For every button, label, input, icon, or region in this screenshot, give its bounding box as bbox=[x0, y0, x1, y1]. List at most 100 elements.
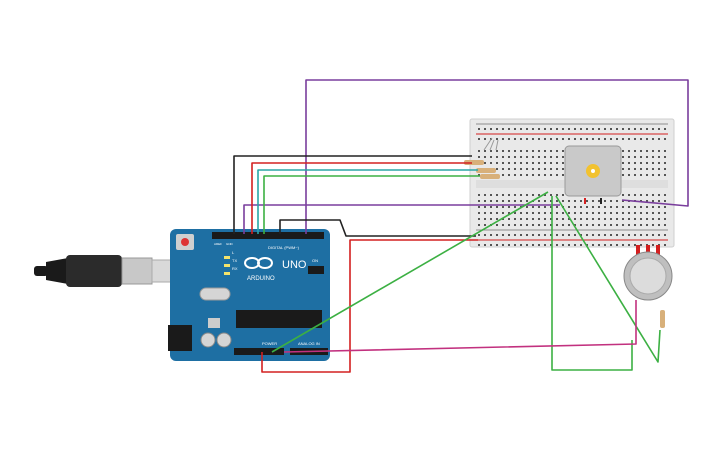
breadboard-hole[interactable] bbox=[478, 234, 480, 236]
breadboard-hole[interactable] bbox=[598, 234, 600, 236]
breadboard-hole[interactable] bbox=[508, 200, 510, 202]
breadboard-hole[interactable] bbox=[628, 156, 630, 158]
breadboard-hole[interactable] bbox=[580, 206, 582, 208]
breadboard-hole[interactable] bbox=[580, 244, 582, 246]
breadboard-hole[interactable] bbox=[616, 206, 618, 208]
breadboard-hole[interactable] bbox=[658, 212, 660, 214]
breadboard-hole[interactable] bbox=[658, 168, 660, 170]
breadboard-hole[interactable] bbox=[658, 174, 660, 176]
breadboard-hole[interactable] bbox=[652, 128, 654, 130]
breadboard-hole[interactable] bbox=[628, 194, 630, 196]
breadboard-hole[interactable] bbox=[634, 128, 636, 130]
breadboard-hole[interactable] bbox=[592, 218, 594, 220]
breadboard-hole[interactable] bbox=[562, 218, 564, 220]
breadboard-hole[interactable] bbox=[664, 174, 666, 176]
breadboard-hole[interactable] bbox=[574, 200, 576, 202]
breadboard-hole[interactable] bbox=[574, 206, 576, 208]
breadboard-hole[interactable] bbox=[646, 162, 648, 164]
breadboard-hole[interactable] bbox=[508, 138, 510, 140]
breadboard-hole[interactable] bbox=[550, 212, 552, 214]
breadboard-hole[interactable] bbox=[604, 234, 606, 236]
breadboard-hole[interactable] bbox=[550, 200, 552, 202]
breadboard-hole[interactable] bbox=[622, 218, 624, 220]
breadboard-hole[interactable] bbox=[664, 138, 666, 140]
breadboard-hole[interactable] bbox=[622, 206, 624, 208]
breadboard-hole[interactable] bbox=[484, 162, 486, 164]
breadboard-hole[interactable] bbox=[610, 200, 612, 202]
breadboard-hole[interactable] bbox=[604, 218, 606, 220]
breadboard-hole[interactable] bbox=[502, 200, 504, 202]
breadboard-hole[interactable] bbox=[496, 224, 498, 226]
breadboard-hole[interactable] bbox=[556, 194, 558, 196]
breadboard-hole[interactable] bbox=[664, 150, 666, 152]
breadboard-hole[interactable] bbox=[556, 128, 558, 130]
breadboard-hole[interactable] bbox=[652, 156, 654, 158]
breadboard-hole[interactable] bbox=[598, 212, 600, 214]
breadboard-hole[interactable] bbox=[520, 244, 522, 246]
breadboard-hole[interactable] bbox=[508, 162, 510, 164]
breadboard-hole[interactable] bbox=[526, 212, 528, 214]
breadboard-hole[interactable] bbox=[514, 244, 516, 246]
breadboard-hole[interactable] bbox=[652, 150, 654, 152]
breadboard-hole[interactable] bbox=[532, 138, 534, 140]
breadboard-hole[interactable] bbox=[484, 224, 486, 226]
breadboard-hole[interactable] bbox=[544, 234, 546, 236]
breadboard-hole[interactable] bbox=[508, 156, 510, 158]
breadboard-hole[interactable] bbox=[514, 200, 516, 202]
breadboard-hole[interactable] bbox=[532, 194, 534, 196]
breadboard-hole[interactable] bbox=[490, 162, 492, 164]
breadboard-hole[interactable] bbox=[610, 234, 612, 236]
breadboard-hole[interactable] bbox=[544, 138, 546, 140]
breadboard-hole[interactable] bbox=[634, 194, 636, 196]
breadboard-hole[interactable] bbox=[484, 218, 486, 220]
breadboard-hole[interactable] bbox=[658, 200, 660, 202]
breadboard-hole[interactable] bbox=[520, 128, 522, 130]
breadboard-hole[interactable] bbox=[652, 218, 654, 220]
breadboard-hole[interactable] bbox=[508, 206, 510, 208]
breadboard-hole[interactable] bbox=[496, 162, 498, 164]
breadboard-hole[interactable] bbox=[544, 156, 546, 158]
breadboard-hole[interactable] bbox=[652, 162, 654, 164]
breadboard-hole[interactable] bbox=[640, 244, 642, 246]
breadboard-hole[interactable] bbox=[580, 234, 582, 236]
breadboard-hole[interactable] bbox=[496, 234, 498, 236]
breadboard-hole[interactable] bbox=[616, 200, 618, 202]
breadboard-hole[interactable] bbox=[628, 212, 630, 214]
power-header[interactable] bbox=[234, 348, 284, 355]
breadboard-hole[interactable] bbox=[664, 218, 666, 220]
breadboard-hole[interactable] bbox=[562, 150, 564, 152]
breadboard-hole[interactable] bbox=[586, 128, 588, 130]
breadboard-hole[interactable] bbox=[640, 194, 642, 196]
breadboard-hole[interactable] bbox=[532, 128, 534, 130]
breadboard-hole[interactable] bbox=[538, 156, 540, 158]
breadboard-hole[interactable] bbox=[514, 150, 516, 152]
breadboard-hole[interactable] bbox=[622, 174, 624, 176]
breadboard-hole[interactable] bbox=[664, 212, 666, 214]
breadboard-hole[interactable] bbox=[640, 128, 642, 130]
resistor-icon[interactable] bbox=[464, 160, 500, 179]
breadboard-hole[interactable] bbox=[484, 138, 486, 140]
breadboard-hole[interactable] bbox=[538, 150, 540, 152]
breadboard-hole[interactable] bbox=[634, 174, 636, 176]
breadboard-hole[interactable] bbox=[622, 200, 624, 202]
breadboard-hole[interactable] bbox=[496, 206, 498, 208]
breadboard-hole[interactable] bbox=[604, 200, 606, 202]
breadboard-hole[interactable] bbox=[538, 206, 540, 208]
breadboard-hole[interactable] bbox=[664, 200, 666, 202]
breadboard-hole[interactable] bbox=[478, 174, 480, 176]
breadboard-hole[interactable] bbox=[478, 206, 480, 208]
breadboard-hole[interactable] bbox=[550, 174, 552, 176]
breadboard-hole[interactable] bbox=[490, 194, 492, 196]
breadboard-hole[interactable] bbox=[646, 156, 648, 158]
breadboard-hole[interactable] bbox=[574, 244, 576, 246]
breadboard-hole[interactable] bbox=[550, 150, 552, 152]
breadboard-hole[interactable] bbox=[478, 218, 480, 220]
breadboard-hole[interactable] bbox=[658, 224, 660, 226]
breadboard-hole[interactable] bbox=[514, 218, 516, 220]
breadboard-hole[interactable] bbox=[646, 128, 648, 130]
breadboard-hole[interactable] bbox=[598, 224, 600, 226]
breadboard-hole[interactable] bbox=[502, 128, 504, 130]
breadboard-hole[interactable] bbox=[610, 206, 612, 208]
breadboard-hole[interactable] bbox=[634, 150, 636, 152]
